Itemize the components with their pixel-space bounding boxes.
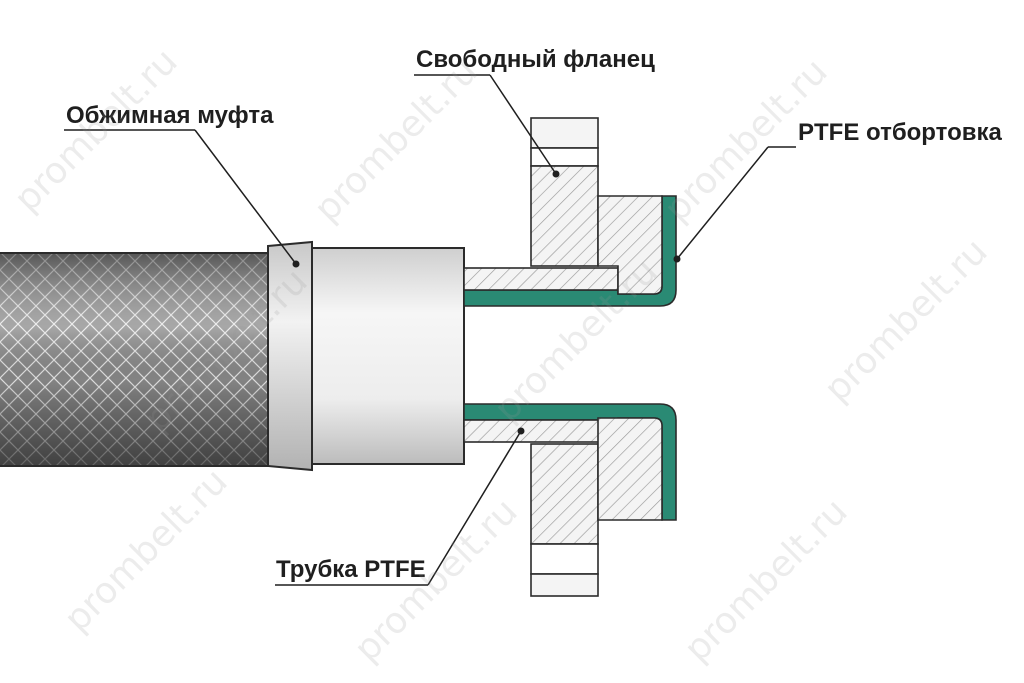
label-ptfe-tube: Трубка PTFE bbox=[276, 556, 426, 583]
leader-lines bbox=[64, 74, 796, 586]
leader-ptfe-tube bbox=[427, 430, 522, 586]
label-free-flange: Свободный фланец bbox=[416, 46, 655, 73]
upper-flange bbox=[530, 117, 663, 295]
lower-flange bbox=[530, 417, 663, 597]
label-crimp-sleeve: Обжимная муфта bbox=[66, 102, 274, 129]
leader-ptfe-flare bbox=[676, 146, 769, 260]
upper-tube-hatched bbox=[463, 267, 619, 291]
leader-ptfe-flare-dot bbox=[673, 255, 681, 263]
leader-ptfe-tube-dot bbox=[517, 427, 525, 435]
braided-hose bbox=[0, 252, 285, 467]
leader-free-flange bbox=[489, 74, 557, 175]
leader-free-flange-dot bbox=[552, 170, 560, 178]
label-ptfe-flare: PTFE отбортовка bbox=[798, 119, 1002, 146]
leader-crimp-sleeve-dot bbox=[292, 260, 300, 268]
lower-tube-hatched bbox=[463, 419, 619, 443]
crimp-sleeve bbox=[267, 240, 465, 472]
leader-crimp-sleeve bbox=[194, 129, 297, 265]
